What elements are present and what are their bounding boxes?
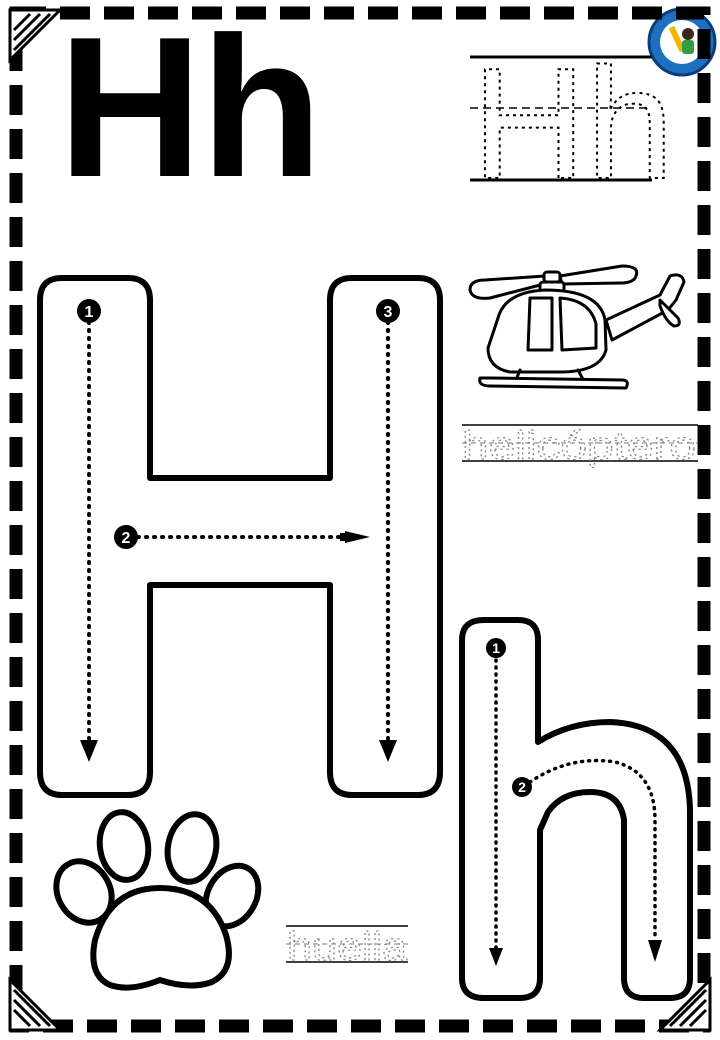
stroke-number-lower-1: 1 [492, 640, 500, 656]
stroke-number-lower-2: 2 [518, 779, 526, 795]
paw-print-icon [53, 809, 262, 991]
corner-decorations [8, 8, 712, 1032]
stroke-number-2: 2 [122, 530, 131, 547]
word-paw: huella [287, 925, 408, 969]
stroke-number-badges-lower: 1 2 [486, 638, 532, 797]
writing-lines-paw: huella [286, 924, 408, 970]
stroke-number-1: 1 [85, 304, 94, 321]
stroke-number-3: 3 [384, 304, 393, 321]
lowercase-h-outline [459, 617, 693, 1001]
letters-heading: Hh [58, 0, 323, 219]
tracing-guide-text: Hh [472, 36, 674, 212]
dashed-border [9, 6, 711, 1033]
stroke-number-badges-upper: 1 2 3 [77, 299, 400, 549]
helicopter-icon [468, 264, 686, 390]
uppercase-h-outline [37, 275, 443, 798]
tracing-guide: Hh [470, 35, 675, 213]
word-helicopter: helicóptero [462, 424, 696, 468]
writing-lines-helicopter: helicóptero [461, 423, 698, 469]
